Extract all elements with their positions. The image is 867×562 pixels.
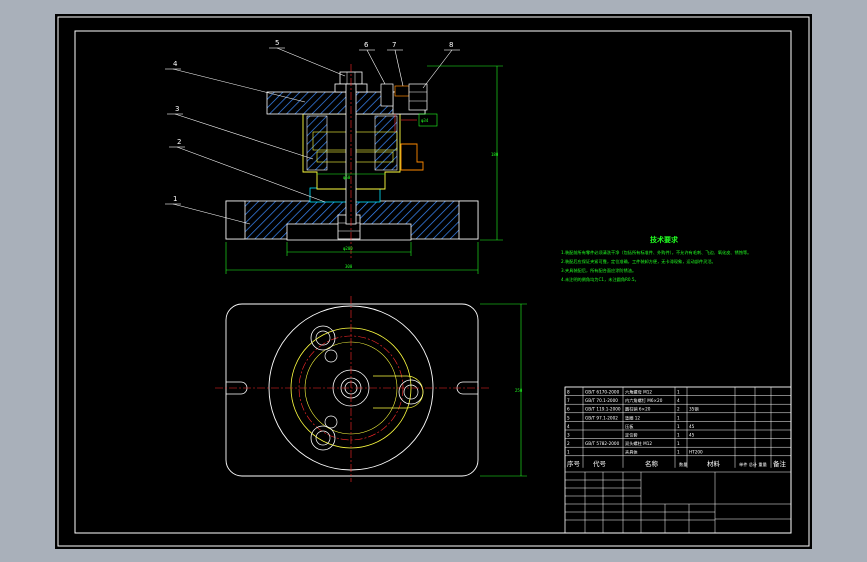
tb-cell-qty: 1: [677, 441, 680, 446]
front-dimensions: [225, 65, 503, 274]
tb-cell-qty: 1: [677, 390, 680, 395]
tb-cell-name: 双头螺柱 M12: [625, 440, 652, 447]
tb-header-name: 名称: [645, 459, 659, 468]
dim-base-width: 300: [345, 264, 353, 269]
tb-cell-qty: 1: [677, 450, 680, 455]
callout-5: 5: [275, 39, 279, 47]
note-line-4: 4.未注明的倒角均为C1，未注圆角R0.5。: [561, 276, 639, 283]
tb-cell-mat: HT200: [689, 450, 703, 455]
tb-cell-no: 8: [567, 390, 570, 395]
tb-cell-name: 定位套: [625, 432, 638, 439]
technical-requirements: 技术要求 1.装配前所有零件必须清洗干净（包括所有标准件、外购件），不允许有毛刺…: [561, 235, 751, 283]
tb-cell-no: 7: [567, 398, 570, 403]
tb-cell-mat: 45: [689, 424, 695, 429]
pin-hole-1: [324, 349, 338, 363]
dim-small-a: φ60: [343, 175, 351, 180]
tb-cell-mat: 45: [689, 433, 695, 438]
tb-header-note: 备注: [773, 459, 787, 468]
tb-cell-no: 2: [567, 441, 570, 446]
pin-hole-2: [324, 415, 338, 429]
tb-cell-name: 垫圈 12: [625, 414, 640, 421]
base-outline-plan: [225, 303, 479, 477]
note-line-2: 2.装配后应保证夹紧可靠，定位准确，工件装卸方便，无卡滞现象，运动部件灵活。: [561, 258, 716, 265]
notes-title: 技术要求: [650, 235, 679, 244]
tb-cell-code: GB/T 6170-2000: [585, 390, 620, 395]
tb-cell-no: 1: [567, 450, 570, 455]
screw-7: [394, 85, 410, 97]
front-view: φ34 4 3 2 1 5 6 7 8: [165, 39, 503, 274]
tb-cell-no: 6: [567, 407, 570, 412]
tb-cell-qty: 2: [677, 407, 680, 412]
dim-overall-height: 180: [491, 152, 499, 157]
inner-frame: [74, 30, 792, 534]
tb-cell-name: 压板: [625, 423, 634, 430]
dim-base-inner-width: φ200: [343, 246, 353, 251]
nut-8: [408, 83, 428, 111]
screw-6: [380, 83, 394, 107]
tb-cell-name: 圆柱销 6×20: [625, 406, 651, 413]
outer-frame: [57, 16, 810, 547]
tb-cell-qty: 4: [677, 398, 680, 403]
clamp-plate-plan: [373, 375, 424, 409]
tb-cell-name: 六角螺母 M12: [625, 389, 652, 396]
callout-leaders: [165, 47, 460, 225]
tb-cell-no: 4: [567, 424, 570, 429]
plan-view: 250: [215, 296, 527, 482]
callout-1: 1: [173, 195, 177, 203]
callout-8: 8: [449, 41, 453, 49]
tb-cell-name: 内六角螺钉 M6×20: [625, 397, 663, 404]
tb-cell-code: GB/T 97.1-2002: [585, 415, 618, 420]
base-right-end: [458, 200, 479, 240]
tb-header-weight: 单件 总计 重量: [739, 461, 767, 468]
cad-viewport[interactable]: φ34 4 3 2 1 5 6 7 8: [55, 14, 812, 549]
callout-6: 6: [364, 41, 369, 49]
screw-hole-top: [310, 325, 336, 351]
tb-header-no: 序号: [567, 459, 581, 468]
title-block: 8 GB/T 6170-2000 六角螺母 M12 1 7 GB/T 70.1-2000 内…: [564, 386, 792, 534]
tb-cell-qty: 1: [677, 415, 680, 420]
tb-cell-code: GB/T 119.1-2000: [585, 407, 621, 412]
dim-plan-height: 250: [515, 388, 523, 393]
locating-bushing: [309, 187, 381, 203]
tb-cell-qty: 1: [677, 424, 680, 429]
tb-header-mat: 材料: [707, 459, 721, 468]
tb-cell-code: GB/T 5782-2000: [585, 441, 620, 446]
tb-cell-no: 3: [567, 433, 570, 438]
callout-3: 3: [175, 105, 179, 113]
tb-header-code: 代号: [593, 459, 607, 468]
note-line-3: 3.夹具装配后，所有配合面应涂防锈油。: [561, 267, 636, 274]
workpiece-side: [400, 143, 424, 171]
screw-hole-bottom: [310, 425, 336, 451]
tb-header-qty: 数量: [679, 461, 687, 468]
tb-cell-no: 5: [567, 415, 570, 420]
dim-small-b: φ34: [421, 118, 429, 123]
tb-cell-qty: 1: [677, 433, 680, 438]
callout-7: 7: [392, 41, 396, 49]
tb-cell-name: 夹具体: [625, 449, 638, 456]
assembly-drawing: φ34 4 3 2 1 5 6 7 8: [57, 16, 810, 547]
tb-cell-code: GB/T 70.1-2000: [585, 398, 618, 403]
callout-4: 4: [173, 60, 178, 68]
tb-cell-mat: 35钢: [689, 406, 699, 413]
note-line-1: 1.装配前所有零件必须清洗干净（包括所有标准件、外购件），不允许有毛刺、飞边、氧…: [561, 249, 751, 256]
callout-2: 2: [177, 138, 181, 146]
